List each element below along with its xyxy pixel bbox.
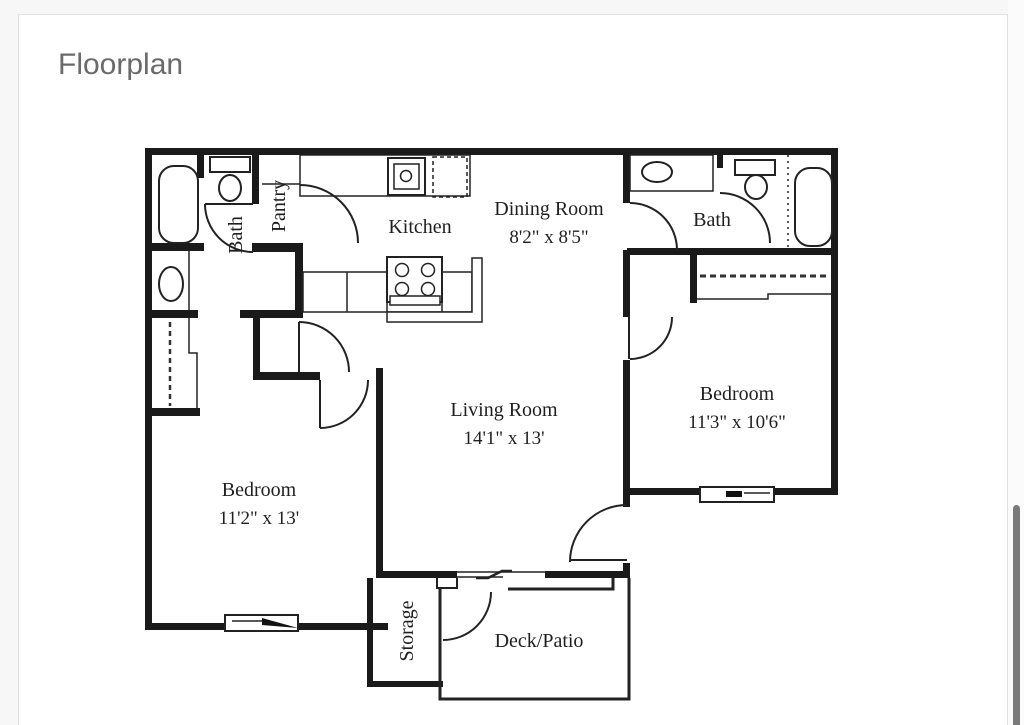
bathtub-left-icon bbox=[158, 165, 199, 244]
sliding-door-icon bbox=[457, 569, 548, 580]
bath-left-door-arc bbox=[204, 203, 254, 253]
dining-label: Dining Room bbox=[494, 198, 604, 220]
bathtub-right-icon bbox=[794, 167, 833, 247]
closet-front-left bbox=[188, 318, 198, 408]
closet-front-right bbox=[697, 293, 831, 300]
pantry-label: Pantry bbox=[268, 180, 290, 232]
stove-front bbox=[389, 295, 441, 306]
page-title: Floorplan bbox=[58, 48, 184, 81]
room-labels: Kitchen Dining Room 8'2" x 8'5" Bath Pan… bbox=[219, 180, 786, 662]
window-latch-mark bbox=[262, 618, 298, 628]
deck-label: Deck/Patio bbox=[495, 630, 584, 652]
floorplan-card bbox=[18, 14, 1008, 725]
bedroom-left-label: Bedroom bbox=[222, 479, 297, 501]
counter-return bbox=[386, 257, 483, 323]
closets bbox=[168, 274, 831, 408]
bedroom-right-door-arc bbox=[629, 316, 673, 360]
entry-door-arc bbox=[569, 504, 628, 563]
sink-left-icon bbox=[158, 266, 184, 302]
burner-icon bbox=[420, 281, 436, 297]
window-left-bedroom-icon bbox=[224, 614, 299, 632]
bedroom-left-door-arc bbox=[319, 379, 369, 429]
door-arcs bbox=[204, 183, 771, 641]
burner-icon bbox=[420, 262, 436, 278]
kitchen-label: Kitchen bbox=[388, 216, 451, 238]
window-latch-mark bbox=[726, 491, 742, 497]
pantry-door-arc bbox=[299, 184, 359, 244]
burner-icon bbox=[394, 281, 410, 297]
walls bbox=[145, 148, 838, 687]
refrigerator-dashed-icon bbox=[432, 156, 468, 198]
toilet-right-tank-icon bbox=[734, 159, 776, 176]
vanity-right bbox=[629, 154, 714, 192]
toilet-right-bowl-icon bbox=[744, 174, 768, 200]
storage-door-arc bbox=[442, 591, 492, 641]
dining-dims: 8'2" x 8'5" bbox=[509, 227, 588, 248]
bath-left-label: Bath bbox=[225, 216, 247, 254]
suite-hall-door-arc bbox=[629, 202, 678, 251]
living-label: Living Room bbox=[450, 399, 558, 421]
kitchen-counter-top bbox=[299, 154, 471, 197]
scrollbar-thumb[interactable] bbox=[1013, 505, 1020, 725]
scrollbar-track[interactable] bbox=[1008, 0, 1024, 725]
bedroom-left-dims: 11'2" x 13' bbox=[219, 508, 299, 529]
linen-door-arc bbox=[298, 321, 350, 373]
bedroom-right-label: Bedroom bbox=[700, 383, 775, 405]
deck-outline bbox=[436, 578, 631, 701]
fixtures bbox=[158, 154, 833, 323]
bedroom-right-dims: 11'3" x 10'6" bbox=[688, 412, 786, 433]
toilet-left-tank-icon bbox=[209, 156, 251, 173]
living-dims: 14'1" x 13' bbox=[463, 428, 544, 449]
kitchen-sink-drain-icon bbox=[399, 169, 413, 183]
storage-label: Storage bbox=[396, 600, 418, 661]
burner-icon bbox=[394, 262, 410, 278]
sink-right-icon bbox=[641, 161, 673, 183]
bath-right-label: Bath bbox=[693, 209, 731, 231]
bath-right-door-arc bbox=[719, 192, 771, 244]
windows bbox=[224, 486, 775, 632]
toilet-left-bowl-icon bbox=[218, 174, 242, 202]
